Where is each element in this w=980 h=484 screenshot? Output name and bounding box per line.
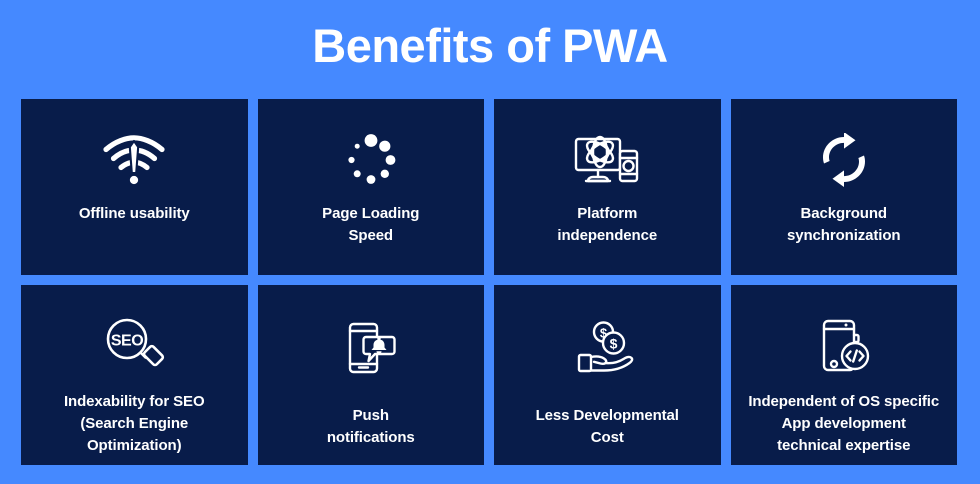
phone-bell-notification-icon [335, 317, 407, 379]
benefit-card-label: Independent of OS specific App developme… [748, 393, 940, 454]
benefit-card-os-independent[interactable]: Independent of OS specific App developme… [730, 285, 957, 465]
monitor-atom-device-icon [571, 129, 643, 191]
sync-arrows-icon [808, 129, 880, 191]
benefit-card-page-loading-speed[interactable]: Page Loading Speed [257, 99, 484, 275]
seo-magnifier-icon: SEO [98, 315, 170, 377]
phone-code-icon [808, 315, 880, 377]
svg-text:$: $ [600, 326, 608, 341]
benefit-card-label: Page Loading Speed [322, 205, 420, 244]
benefit-card-platform-independence[interactable]: Platform independence [494, 99, 721, 275]
benefit-card-label: Indexability for SEO (Search Engine Opti… [63, 393, 205, 454]
benefit-card-less-developmental-cost[interactable]: $ $ Less Developmental Cost [494, 285, 721, 465]
benefit-card-label: Push notifications [326, 407, 415, 446]
benefit-card-label: Less Developmental Cost [535, 407, 679, 446]
benefit-card-background-synchronization[interactable]: Background synchronization [730, 99, 957, 275]
benefit-card-label: Background synchronization [786, 205, 901, 244]
benefit-card-indexability-seo[interactable]: SEO Indexability for SEO (Search Engine … [21, 285, 248, 465]
benefit-card-push-notifications[interactable]: Push notifications [257, 285, 484, 465]
benefit-card-label: Offline usability [78, 205, 190, 222]
benefit-card-label: Platform independence [557, 205, 658, 244]
benefits-grid: Offline usability Page Loading Speed [21, 99, 957, 465]
benefit-card-offline-usability[interactable]: Offline usability [21, 99, 248, 275]
svg-text:SEO: SEO [111, 333, 143, 350]
svg-text:$: $ [610, 336, 618, 352]
hand-coins-icon: $ $ [571, 317, 643, 379]
wifi-offline-icon [98, 129, 170, 191]
loading-spinner-icon [335, 129, 407, 191]
page-title: Benefits of PWA [312, 19, 668, 72]
